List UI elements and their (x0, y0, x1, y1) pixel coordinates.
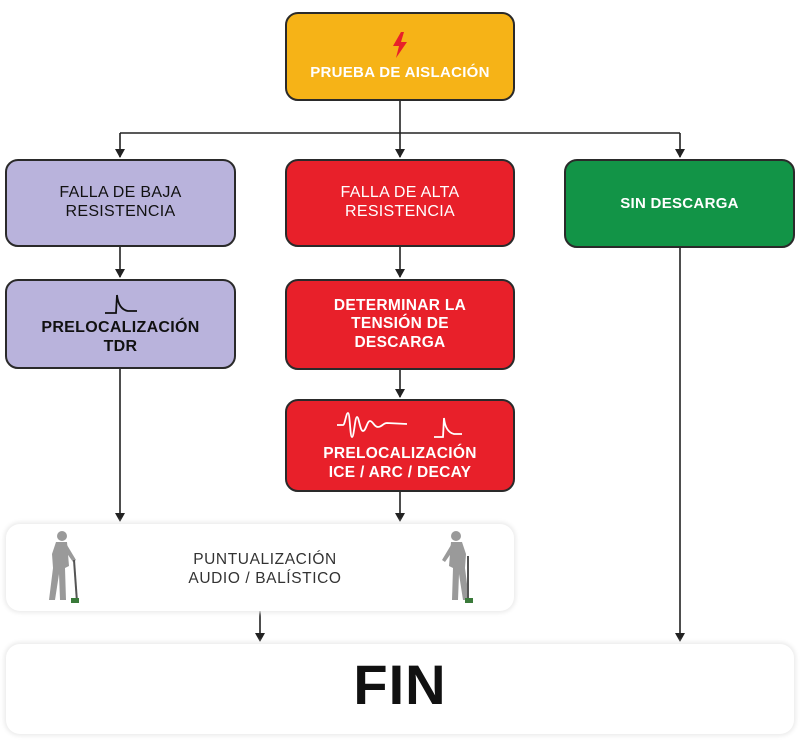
tdr-pulse-icon-small (434, 418, 462, 439)
tdr-prelocation-node: PRELOCALIZACIÓN TDR (5, 279, 236, 369)
low-resistance-node: FALLA DE BAJA RESISTENCIA (5, 159, 236, 247)
tdr-pulse-icon (104, 295, 137, 315)
pinpointing-label: PUNTUALIZACIÓN AUDIO / BALÍSTICO (150, 550, 380, 589)
breakdown-voltage-line3: DESCARGA (354, 333, 446, 351)
waveform-icon (337, 412, 407, 439)
high-resistance-node: FALLA DE ALTA RESISTENCIA (285, 159, 515, 247)
end-label: FIN (353, 653, 447, 716)
no-discharge-label: SIN DESCARGA (620, 194, 739, 212)
insulation-test-label: PRUEBA DE AISLACIÓN (310, 63, 490, 81)
breakdown-voltage-node: DETERMINAR LA TENSIÓN DE DESCARGA (285, 279, 515, 370)
high-resistance-line1: FALLA DE ALTA (340, 184, 460, 202)
ice-prelocation-line1: PRELOCALIZACIÓN (323, 445, 477, 463)
high-resistance-line2: RESISTENCIA (345, 203, 455, 220)
pinpointing-line2: AUDIO / BALÍSTICO (188, 570, 342, 588)
pinpointing-panel (6, 524, 514, 611)
ice-prelocation-line2: ICE / ARC / DECAY (328, 463, 472, 481)
tdr-prelocation-line1: PRELOCALIZACIÓN (41, 319, 200, 337)
insulation-test-node: PRUEBA DE AISLACIÓN (285, 12, 515, 101)
no-discharge-node: SIN DESCARGA (564, 159, 795, 248)
breakdown-voltage-line1: DETERMINAR LA (333, 297, 467, 315)
lightning-icon (393, 31, 407, 58)
low-resistance-line2: RESISTENCIA (65, 203, 176, 220)
tdr-prelocation-line2: TDR (103, 338, 138, 355)
end-panel (6, 644, 794, 734)
pinpointing-line1: PUNTUALIZACIÓN (193, 551, 337, 568)
breakdown-voltage-line2: TENSIÓN DE (351, 315, 449, 333)
low-resistance-line1: FALLA DE BAJA (59, 184, 182, 202)
person-walking-icon (442, 531, 473, 603)
person-walking-icon (49, 531, 79, 603)
ice-prelocation-node: PRELOCALIZACIÓN ICE / ARC / DECAY (285, 399, 515, 492)
